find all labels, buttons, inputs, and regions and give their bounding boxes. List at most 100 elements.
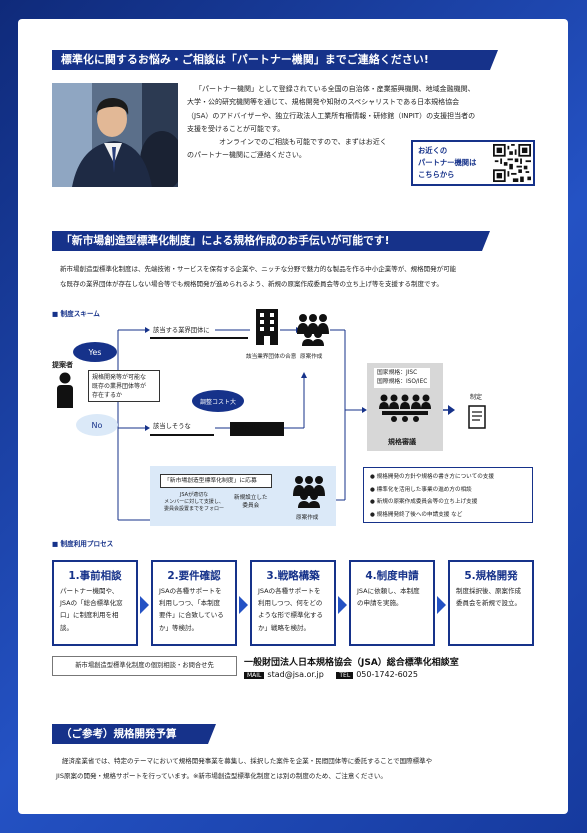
new-committee-label: 新規設立した 委員会 [234,494,268,510]
process-step-title: 5.規格開発 [464,570,518,582]
section1-header: 標準化に関するお悩み・ご相談は「パートナー機関」までご連絡ください! [52,50,498,70]
process-step-line: 口」に制度利用を相談。 [60,611,119,632]
draft-label-2: 原案作成 [296,515,319,521]
section2-line: 新市場創造型標準化制度は、先端技術・サービスを保有する企業や、ニッチな分野で魅力… [60,265,457,273]
section3-line: 経済産業省では、特定のテーマにおいて規格開発事業を募集し、採択した案件を企業・民… [62,757,433,765]
section2-paragraph: 新市場創造型標準化制度は、先端技術・サービスを保有する企業や、ニッチな分野で魅力… [60,262,540,292]
process-step-body: JSAの各種サポートを 利用しつつ、「本制度 要件」に合致している か」等検討。 [153,583,235,634]
partner-link-box[interactable]: お近くの パートナー機関は こちらから [411,140,535,186]
question-box: 規格開発等が可能な 既存の業界団体等が 存在するか [88,370,160,402]
process-arrow [140,596,149,614]
process-step-3: 3.戦略構築 JSAの各種サポートを 利用しつつ、何をどの ような形で標準化する… [250,560,336,646]
contact-label-box: 新市場創造型標準化制度の個別相談・お問合せ先 [52,656,237,676]
tel-tag: TEL [336,672,354,679]
section3-header: （ご参考）規格開発予算 [52,724,216,744]
process-step-title: 1.事前相談 [68,570,122,582]
support-item: ● 規格開発の方針や規格の書き方についての支援 [370,474,494,480]
process-step-line: ような形で標準化する [258,611,323,620]
question-line: 既存の業界団体等が [92,383,147,390]
committee-icon [297,314,329,346]
process-step-line: か」等検討。 [159,623,198,632]
section1-paragraph: 「パートナー機関」として登録されている全国の自治体・産業振興機関、地域金融機関、… [187,83,537,163]
section3-paragraph: 経済産業省では、特定のテーマにおいて規格開発事業を募集し、採択した案件を企業・民… [56,754,542,784]
support-item: ● 新規の原案作成委員会等の立ち上げ支援 [370,499,478,505]
maybe-industry-box: 該当しそうな [150,418,214,436]
section2-line: な既存の業界団体が存在しない場合等でも規格開発が進められるよう、新規の原案作成委… [60,280,443,288]
no-bubble: No [76,414,118,436]
mail-address[interactable]: stad@jsa.or.jp [267,670,324,679]
enact-label: 制定 [470,394,483,401]
process-step-line: 要件」に合致している [159,611,224,620]
process-step-body: 制度採択後、原案作成 委員会を新規で設立。 [450,583,532,609]
council-label: 規格審議 [388,438,416,446]
process-step-line: 利用しつつ、何をどの [258,599,323,608]
process-step-line: JSAの「総合標準化窓 [60,599,123,608]
process-step-line: 委員会を新規で設立。 [456,599,521,608]
support-list: ● 規格開発の方針や規格の書き方についての支援 ● 標準化を活用した事業の進め方… [363,467,533,523]
new-committee-line: 委員会 [242,503,260,509]
contact-org: 一般財団法人日本規格協会（JSA）総合標準化相談室 [244,658,459,668]
section3-line: JIS原案の開発・規格サポートを行っています。※新市場創造型標準化制度とは別の制… [56,772,387,780]
process-step-body: JSAの各種サポートを 利用しつつ、何をどの ような形で標準化する か」戦略を検… [252,583,334,634]
section1-line: オンラインでのご相談も可能ですので、まずはお近く [219,138,387,147]
standards-label: 国家規格：JISC 国際規格：ISO/IEC [374,368,431,388]
process-step-title: 4.制度申請 [365,570,419,582]
support-item-text: 新規の原案作成委員会等の立ち上げ支援 [376,499,478,505]
process-step-body: パートナー機関や、 JSAの「総合標準化窓 口」に制度利用を相談。 [54,583,136,634]
process-step-1: 1.事前相談 パートナー機関や、 JSAの「総合標準化窓 口」に制度利用を相談。 [52,560,138,646]
apply-box: 「新市場創造型標準化制度」に応募 [160,474,272,488]
jsa-note-line: メンバーに対して支援し、 [164,499,224,505]
industry-agree-label: 該当業界団体の合意 [246,354,297,360]
qr-code-icon[interactable] [493,144,531,182]
section1-line: 大学・公的研究機関等を通じて、規格開発や知財のスペシャリストである日本規格協会 [187,98,460,107]
process-step-line: JSAの各種サポートを [159,587,222,595]
document-icon [468,405,486,429]
building-icon [256,309,278,345]
scheme-label: ■ 制度スキーム [52,310,100,318]
process-step-title: 3.戦略構築 [266,570,320,582]
process-step-title: 2.要件確認 [167,570,221,582]
jsa-note-line: JSAが適切な [179,492,209,498]
yes-bubble: Yes [73,342,117,362]
question-line: 存在するか [92,392,123,399]
process-step-body: JSAに依頼し、本制度 の申請を実施。 [351,583,433,609]
process-step-line: 利用しつつ、「本制度 [159,599,221,608]
cost-bubble: 調整コスト大 [192,390,244,412]
process-step-line: JSAの各種サポートを [258,587,321,595]
tel-number[interactable]: 050-1742-6025 [356,670,418,679]
support-item-text: 規格開発終了後への申請支援 など [376,511,463,518]
section2-header: 「新市場創造型標準化制度」による規格作成のお手伝いが可能です! [52,231,490,251]
jsa-note-line: 委員会設置までをフォロー [163,506,224,512]
person-icon [57,372,73,408]
support-item-text: 標準化を活用した事業の進め方の相談 [376,486,472,493]
process-step-line: 制度採択後、原案作成 [456,587,521,595]
new-committee-line: 新規設立した [234,495,268,501]
process-step-line: JSAに依頼し、本制度 [357,587,420,595]
draft-label-1: 原案作成 [300,354,323,360]
question-line: 規格開発等が可能な [92,374,147,381]
support-item: ● 標準化を活用した事業の進め方の相談 [370,486,472,493]
standards-line: 国際規格：ISO/IEC [377,379,428,385]
industry-box: 該当する業界団体に [150,323,248,339]
section1-line: 支援を受けることが可能です。 [187,124,285,133]
process-step-line: か」戦略を検討。 [258,623,310,632]
proposer-label: 提案者 [52,361,73,369]
partner-box-line: こちらから [418,170,455,179]
section1-line: のパートナー機関にご連絡ください。 [187,151,306,160]
section1-line: 「パートナー機関」として登録されている全国の自治体・産業振興機関、地域金融機関、 [195,85,475,93]
section1-line: （JSA）のアドバイザーや、独立行政法人工業所有権情報・研修館（INPIT）の支… [187,111,476,120]
standards-line: 国家規格：JISC [377,370,418,376]
council-icon [379,394,431,422]
process-arrow [338,596,347,614]
support-item-text: 規格開発の方針や規格の書き方についての支援 [376,474,494,480]
new-committee-icon [293,476,325,508]
partner-box-line: お近くの [418,146,448,155]
maybe-industry-box-2: 業界団体に [230,422,284,436]
process-arrow [239,596,248,614]
jsa-note: JSAが適切な メンバーに対して支援し、 委員会設置までをフォロー [162,492,226,513]
partner-box-text: お近くの パートナー機関は こちらから [418,145,488,181]
partner-box-line: パートナー機関は [418,158,477,167]
process-step-2: 2.要件確認 JSAの各種サポートを 利用しつつ、「本制度 要件」に合致している… [151,560,237,646]
consultant-photo [52,83,178,187]
